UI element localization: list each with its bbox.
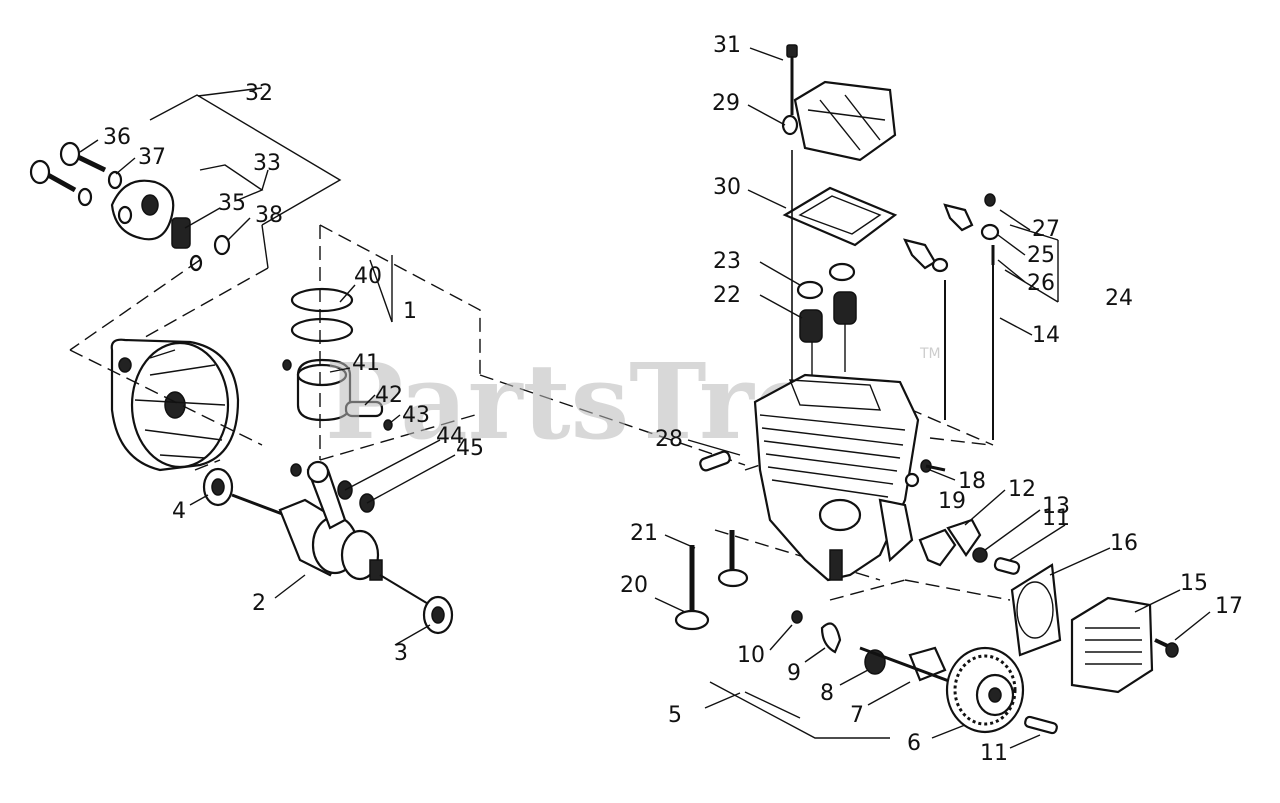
valve-cover-29	[793, 80, 897, 162]
piston-assembly	[282, 224, 881, 581]
callout-43: 43	[402, 403, 430, 428]
callout-26: 26	[1027, 271, 1055, 296]
gasket-16	[1010, 563, 1062, 657]
screw-31	[786, 44, 798, 58]
spring-35	[171, 217, 191, 249]
lifters	[918, 518, 1021, 575]
callout-22: 22	[713, 283, 741, 308]
callout-14: 14	[1032, 323, 1060, 348]
callout-5: 5	[668, 703, 682, 728]
callout-4: 4	[172, 499, 186, 524]
clutch-shoe-33	[110, 179, 175, 241]
camshaft-assembly	[791, 579, 1058, 735]
callout-2: 2	[252, 591, 266, 616]
washer-37b	[77, 187, 93, 207]
bolt-17	[1154, 638, 1179, 658]
bolt-18	[904, 459, 946, 488]
rocker-arm-assembly	[869, 193, 1059, 446]
valves	[674, 530, 749, 631]
callout-31: 31	[713, 33, 741, 58]
clutch-assembly	[29, 87, 342, 351]
callout-29: 29	[712, 91, 740, 116]
crankcase-cover-15	[1070, 596, 1154, 694]
callout-20: 20	[620, 573, 648, 598]
washer-37	[107, 170, 123, 190]
callout-15: 15	[1180, 571, 1208, 596]
callout-leaders	[79, 47, 1211, 749]
callout-38: 38	[255, 203, 283, 228]
callout-33: 33	[253, 151, 281, 176]
clutch-bolt-36	[59, 141, 107, 173]
callout-17: 17	[1215, 594, 1243, 619]
cylinder-crankcase	[753, 373, 920, 582]
callout-11-upper: 11	[1042, 506, 1070, 531]
washer-38	[213, 234, 231, 256]
callout-labels: 1 2 3 4 5 6 7 8 9 10 11 11 12 13 14 15 1…	[103, 33, 1243, 766]
callout-21: 21	[630, 521, 658, 546]
callout-36: 36	[103, 125, 131, 150]
callout-28: 28	[655, 427, 683, 452]
callout-35: 35	[218, 191, 246, 216]
callout-24: 24	[1105, 286, 1133, 311]
watermark-trademark: TM	[919, 346, 941, 362]
callout-23: 23	[713, 249, 741, 274]
callout-44: 44	[436, 424, 464, 449]
clutch-bolt-left	[29, 159, 77, 193]
callout-37: 37	[138, 145, 166, 170]
pin-28	[699, 450, 731, 472]
callout-16: 16	[1110, 531, 1138, 556]
flywheel-assembly	[69, 338, 263, 472]
callout-18: 18	[958, 469, 986, 494]
callout-27: 27	[1032, 217, 1060, 242]
callout-32: 32	[245, 81, 273, 106]
callout-45: 45	[456, 436, 484, 461]
callout-7: 7	[850, 703, 864, 728]
callout-6: 6	[907, 731, 921, 756]
callout-9: 9	[787, 661, 801, 686]
callout-41: 41	[352, 351, 380, 376]
bearing-3	[422, 595, 454, 635]
callout-11-lower: 11	[980, 741, 1008, 766]
callout-25: 25	[1027, 243, 1055, 268]
crankshaft-2	[231, 460, 431, 606]
callout-12: 12	[1008, 477, 1036, 502]
callout-3: 3	[394, 641, 408, 666]
callout-30: 30	[713, 175, 741, 200]
callout-13: 13	[1042, 494, 1070, 519]
valve-cover-assembly	[781, 44, 898, 400]
callout-40: 40	[354, 264, 382, 289]
bearing-4	[202, 467, 234, 507]
callout-10: 10	[737, 643, 765, 668]
callout-42: 42	[375, 383, 403, 408]
callout-19: 19	[938, 489, 966, 514]
callout-1: 1	[403, 299, 417, 324]
bracket-5	[709, 681, 890, 739]
gasket-30	[782, 186, 898, 247]
callout-8: 8	[820, 681, 834, 706]
